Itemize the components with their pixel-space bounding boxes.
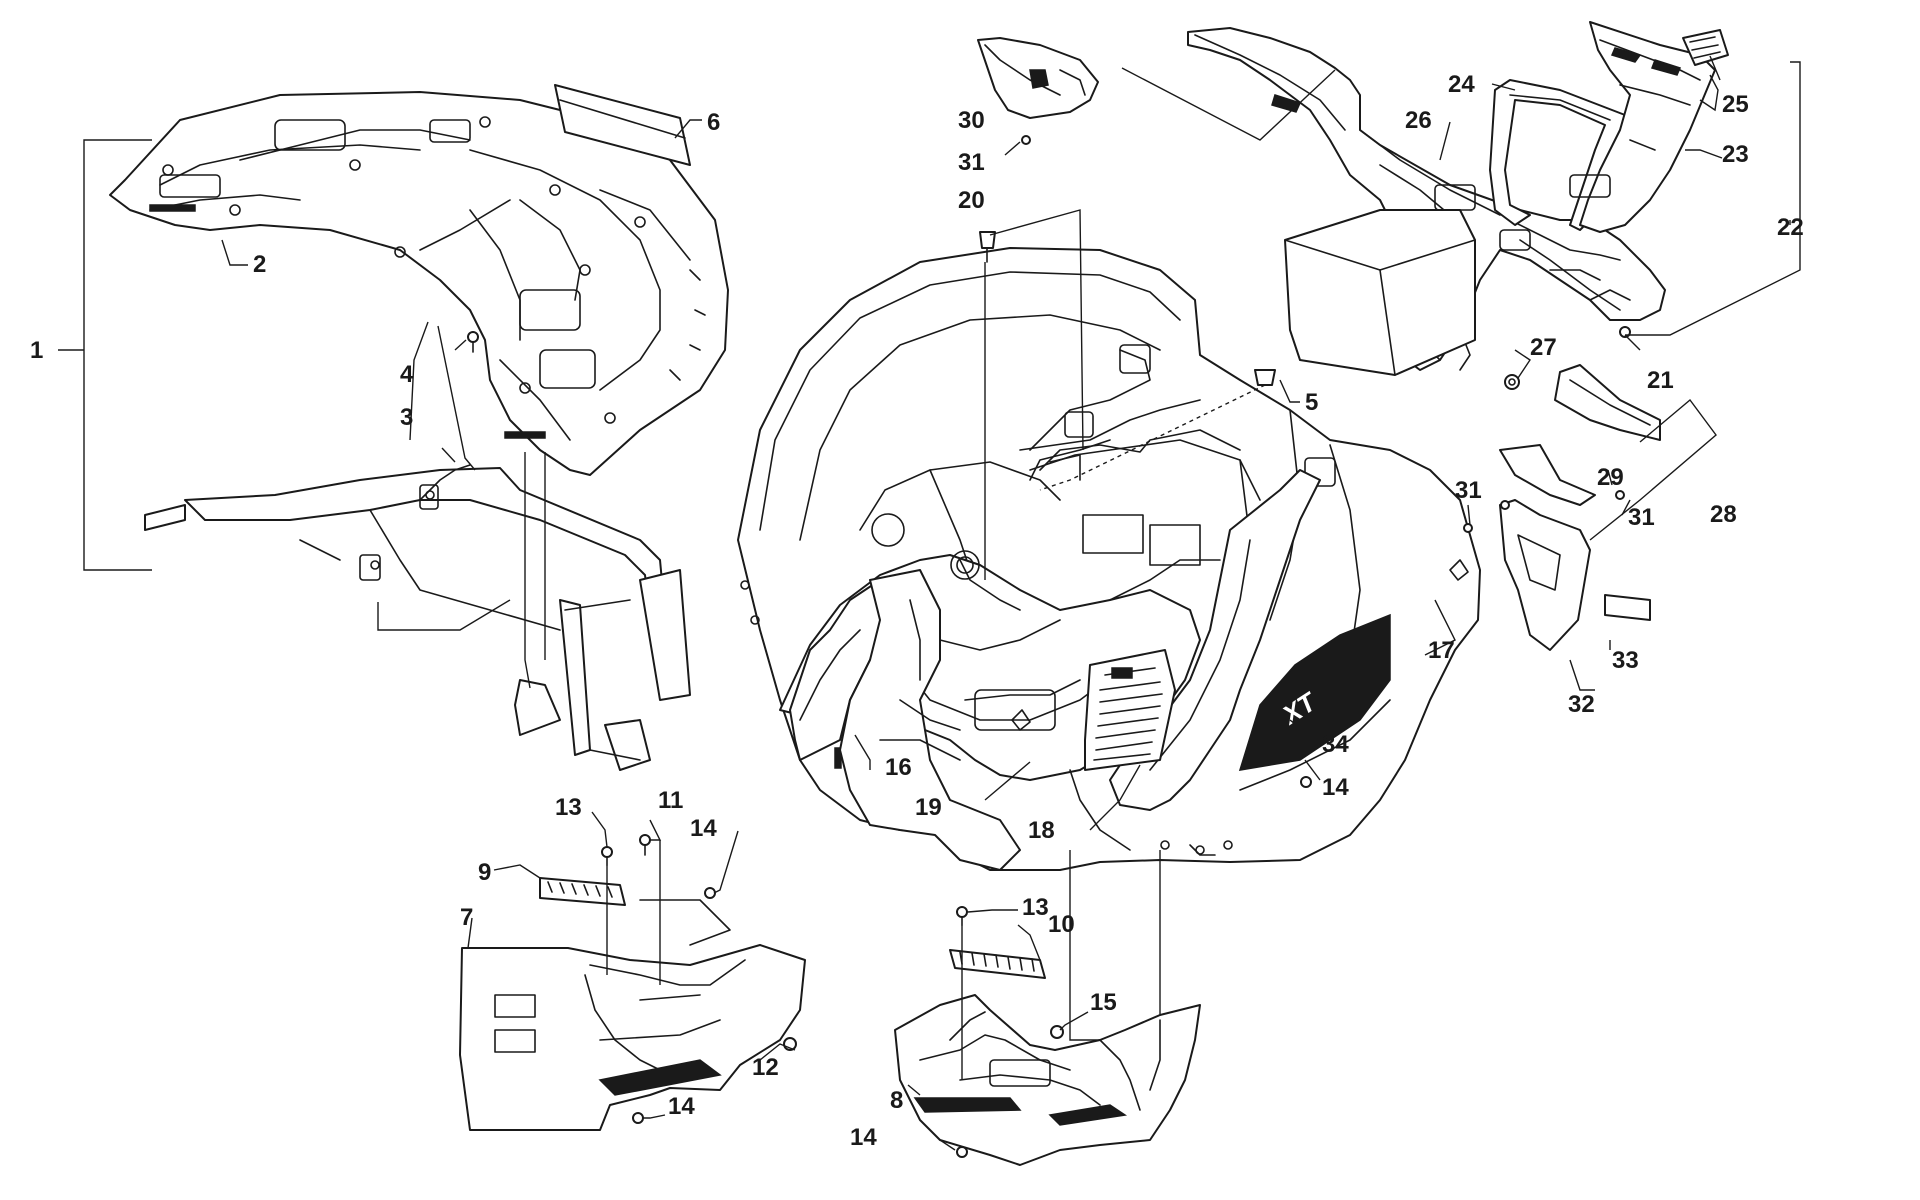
callout-30: 30	[958, 107, 985, 134]
callout-1: 1	[30, 337, 43, 364]
callout-7: 7	[460, 904, 473, 931]
callout-29: 29	[1597, 464, 1624, 491]
right-footwell	[894, 994, 1201, 1166]
rack-handle	[1682, 29, 1729, 66]
callout-22: 22	[1777, 214, 1804, 241]
callout-27: 27	[1530, 334, 1557, 361]
fender-emblem	[1011, 559, 1469, 731]
left-footrest-grip	[539, 877, 626, 906]
rack-assembly-bracket	[58, 139, 152, 571]
storage-box	[1284, 209, 1476, 376]
callout-17: 17	[1428, 637, 1455, 664]
callout-8: 8	[890, 1087, 903, 1114]
callout-14-right: 14	[850, 1124, 877, 1151]
front-fender	[1187, 27, 1666, 371]
rack-decal	[554, 84, 691, 166]
callout-12: 12	[752, 1054, 779, 1081]
callout-31-right: 31	[1628, 504, 1655, 531]
callout-24: 24	[1448, 71, 1475, 98]
callout-14-left-bottom: 14	[668, 1093, 695, 1120]
callout-13-left: 13	[555, 794, 582, 821]
right-footwell-hardware	[956, 906, 1064, 1158]
callout-6: 6	[707, 109, 720, 136]
callout-32: 32	[1568, 691, 1595, 718]
callout-5: 5	[1305, 389, 1318, 416]
callout-23: 23	[1722, 141, 1749, 168]
callout-34: 34	[1322, 731, 1349, 758]
callout-18: 18	[1028, 817, 1055, 844]
callout-9: 9	[478, 859, 491, 886]
callout-16: 16	[885, 754, 912, 781]
callout-2: 2	[253, 251, 266, 278]
callout-31-top: 31	[958, 149, 985, 176]
callout-21: 21	[1647, 367, 1674, 394]
warning-label	[1084, 649, 1176, 771]
callout-25: 25	[1722, 91, 1749, 118]
callout-31-middle: 31	[1455, 477, 1482, 504]
left-footwell	[459, 899, 806, 1131]
callout-labels: 1 2 3 4 5 6 7 8 9 10 11 12 13 13 14 14 1…	[30, 71, 1804, 1151]
callout-33: 33	[1612, 647, 1639, 674]
fender-hardware	[979, 231, 1312, 788]
callout-14-left-top: 14	[690, 815, 717, 842]
callout-15: 15	[1090, 989, 1117, 1016]
rack-bolt	[467, 331, 479, 353]
right-footrest-grip	[949, 949, 1046, 979]
left-side-panel	[789, 569, 1021, 871]
callout-13-right: 13	[1022, 894, 1049, 921]
callout-28: 28	[1710, 501, 1737, 528]
callout-3: 3	[400, 404, 413, 431]
rear-bracket-upper	[1499, 364, 1661, 506]
callout-14-fender: 14	[1322, 774, 1349, 801]
callout-20: 20	[958, 187, 985, 214]
front-rack-panel	[1569, 21, 1716, 233]
callout-26: 26	[1405, 107, 1432, 134]
callout-10: 10	[1048, 911, 1075, 938]
callout-19: 19	[915, 794, 942, 821]
rear-mud-flap	[1463, 499, 1591, 651]
reflector	[1604, 594, 1651, 621]
rack-support-frame	[144, 464, 691, 771]
xt-decal: XT	[1238, 613, 1391, 791]
fender-cap	[977, 37, 1099, 145]
callout-11: 11	[658, 787, 683, 814]
callout-4: 4	[400, 361, 414, 388]
